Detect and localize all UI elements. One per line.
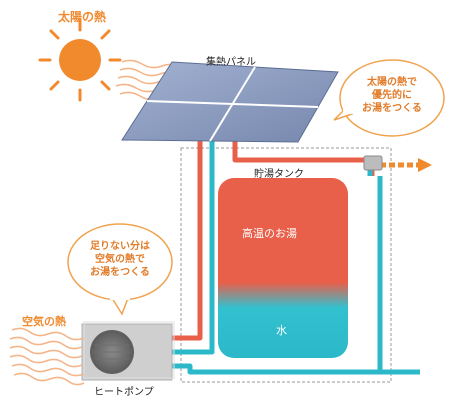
air-heat-label: 空気の熱 [22, 315, 66, 328]
solar-panel-label: 集熱パネル [206, 57, 256, 68]
air-bubble-line-3: お湯をつくる [90, 267, 150, 278]
solar-panel [121, 61, 339, 143]
mixing-valve-icon [363, 155, 383, 171]
solar-bubble-text: 太陽の熱で 優先的に お湯をつくる [346, 76, 438, 115]
sun-icon [38, 18, 122, 102]
air-bubble-line-1: 足りない分は [90, 241, 150, 252]
solar-bubble-line-2: 優先的に [372, 90, 412, 101]
storage-tank [218, 178, 348, 358]
air-bubble-text: 足りない分は 空気の熱で お湯をつくる [74, 240, 166, 279]
air-speech-bubble [67, 223, 173, 316]
heat-pump-unit [81, 321, 175, 381]
solar-bubble-line-1: 太陽の熱で [367, 77, 417, 88]
storage-tank-label: 貯湯タンク [254, 169, 304, 180]
solar-bubble-line-3: お湯をつくる [362, 103, 422, 114]
hot-water-label: 高温のお湯 [242, 227, 297, 240]
air-heat-waves [9, 327, 85, 386]
air-bubble-line-2: 空気の熱で [95, 254, 145, 265]
sun-heat-label: 太陽の熱 [58, 10, 107, 24]
water-label: 水 [276, 324, 287, 337]
heat-pump-label: ヒートポンプ [94, 387, 154, 398]
solar-speech-bubble [333, 59, 445, 137]
system-boundary [180, 147, 392, 383]
hot-water-outlet-arrow [380, 158, 432, 172]
